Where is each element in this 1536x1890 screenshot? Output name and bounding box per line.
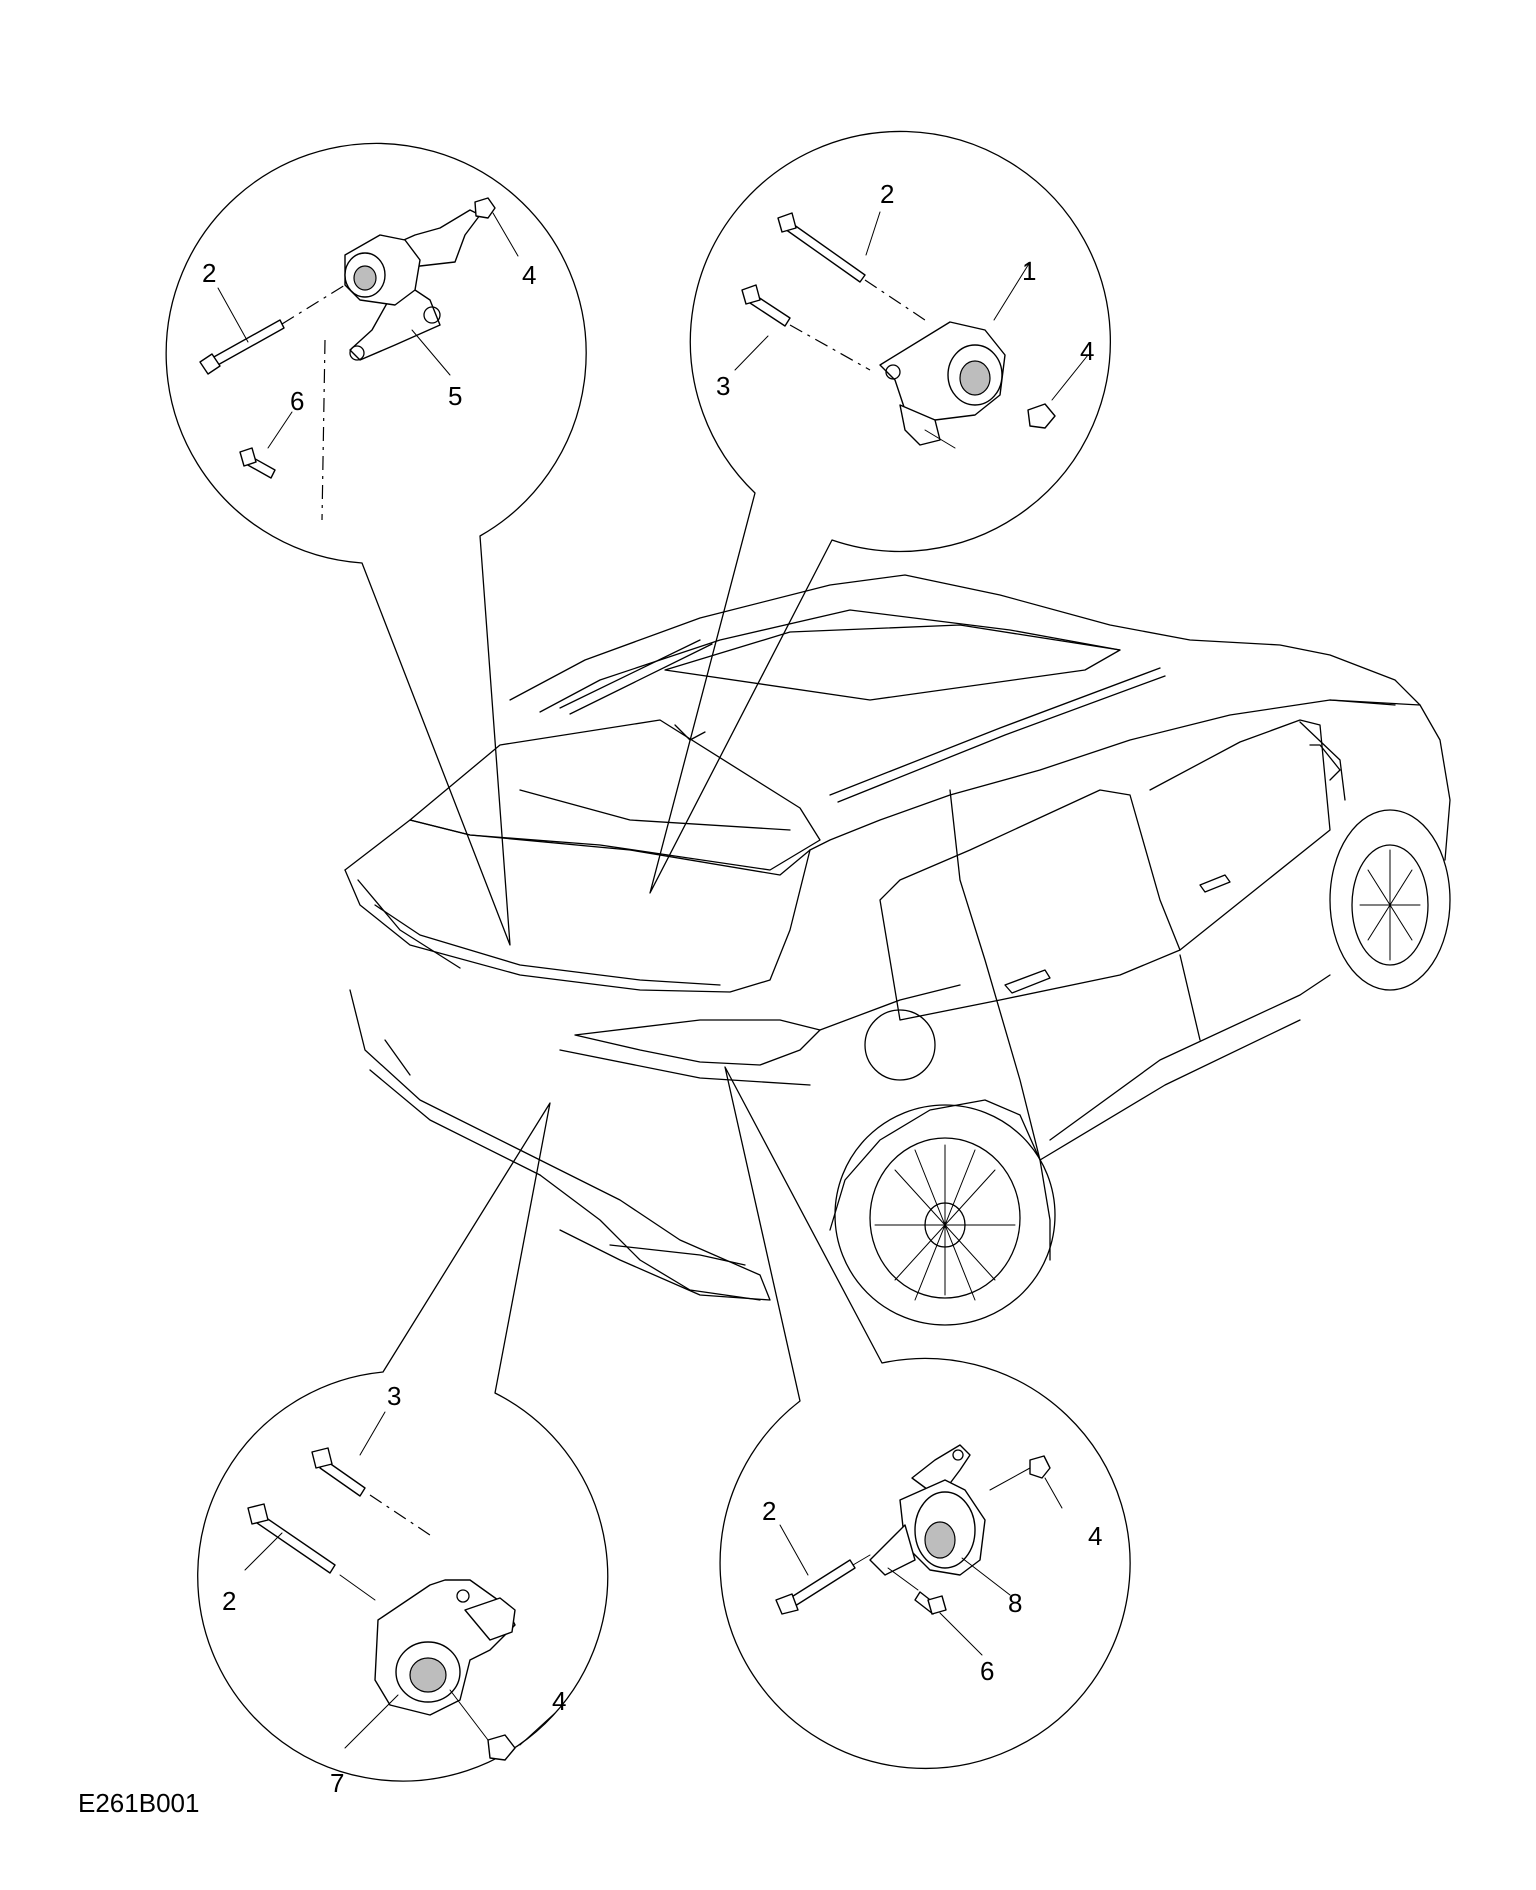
detail-circle-bottom-left	[197, 1102, 609, 1782]
callout-label: 2	[202, 258, 216, 288]
callout-label: 4	[522, 260, 536, 290]
callout-label: 3	[716, 371, 730, 401]
callout-label: 4	[1080, 336, 1094, 366]
detail-top-left-parts: 2 4 5 6	[199, 197, 536, 521]
detail-callout-circles	[165, 130, 1131, 1782]
callout-label: 1	[1022, 256, 1036, 286]
callout-label: 2	[222, 1586, 236, 1616]
callout-label: 6	[980, 1656, 994, 1686]
vehicle-outline	[344, 574, 1451, 1326]
callout-label: 2	[880, 179, 894, 209]
callout-label: 2	[762, 1496, 776, 1526]
callout-label: 5	[448, 381, 462, 411]
detail-bottom-left-parts: 3 2 4 7	[222, 1381, 566, 1798]
callout-label: 8	[1008, 1588, 1022, 1618]
detail-bottom-right-parts: 2 4 8 6	[762, 1444, 1102, 1686]
detail-top-right-parts: 2 1 3 4	[716, 179, 1094, 449]
detail-circle-top-left	[165, 142, 587, 946]
callout-label: 7	[330, 1768, 344, 1798]
figure-id: E261B001	[78, 1788, 199, 1818]
callout-label: 4	[552, 1686, 566, 1716]
detail-circle-bottom-right	[719, 1066, 1131, 1770]
callout-label: 6	[290, 386, 304, 416]
callout-label: 3	[387, 1381, 401, 1411]
detail-circle-top-right	[649, 130, 1111, 894]
callout-label: 4	[1088, 1521, 1102, 1551]
